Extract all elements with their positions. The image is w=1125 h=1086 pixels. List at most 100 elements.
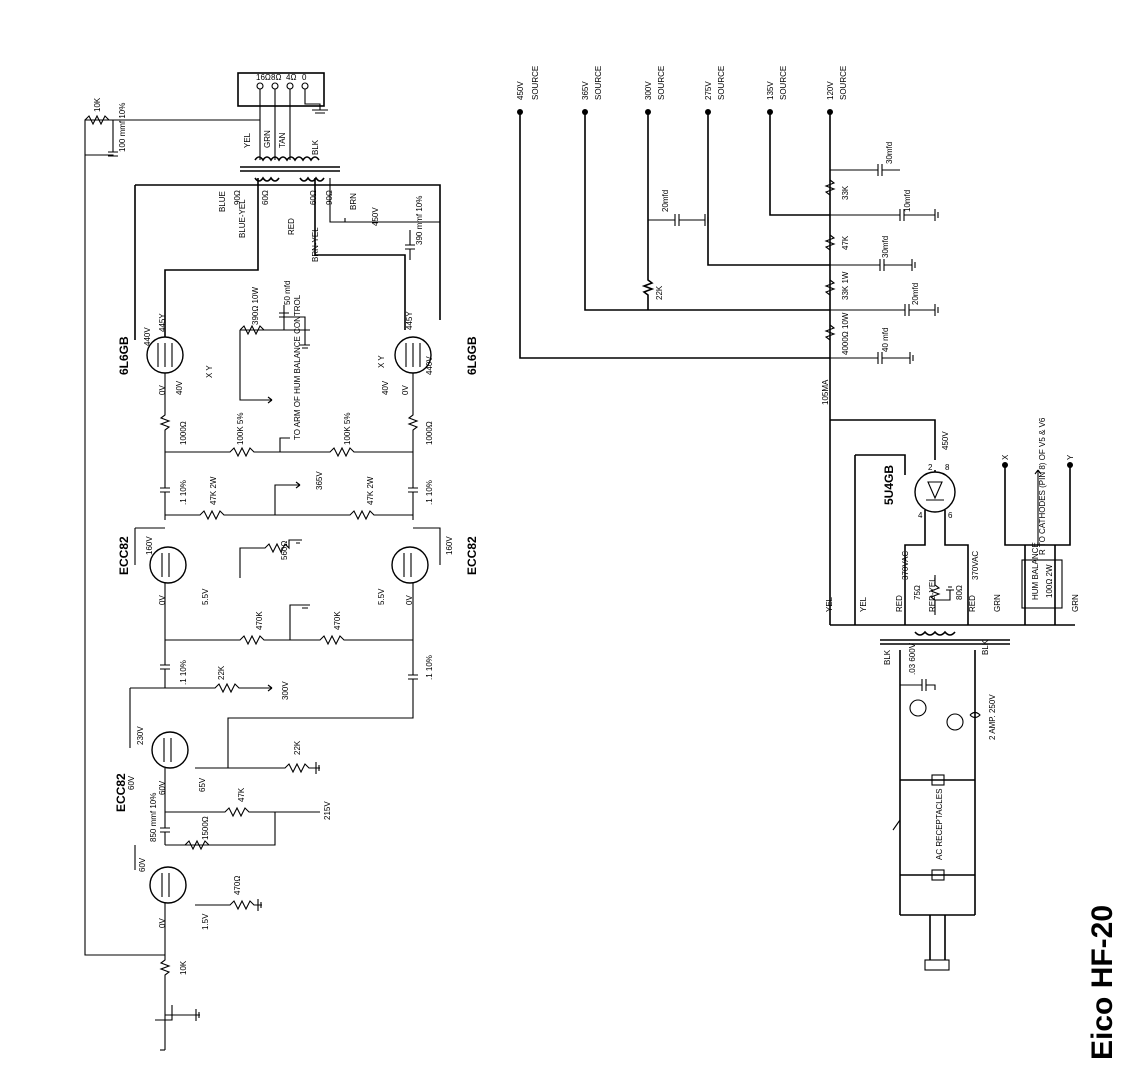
fuse: 2 AMP. 250V bbox=[988, 694, 997, 740]
c-10: 10mfd bbox=[903, 190, 912, 212]
tube-6l6-a: 6L6GB bbox=[117, 336, 131, 375]
driver-load-b: 47K 2W bbox=[366, 476, 375, 505]
pi-cath-r: 22K bbox=[293, 740, 302, 755]
output-transformer: 16Ω 8Ω 4Ω 0 YEL GRN TAN BLK BLUE BLUE-YE… bbox=[218, 72, 358, 262]
input-load-r: 47K bbox=[237, 787, 246, 802]
src-275-v: 275V bbox=[704, 81, 713, 100]
tube-ecc82-a: ECC82 bbox=[117, 536, 131, 575]
hv-a: 370VAC bbox=[901, 551, 910, 580]
driver-grid-r-a: 470K bbox=[255, 611, 264, 630]
grid-v-a: 0V bbox=[158, 385, 167, 395]
source-rails: 450V SOURCE 365V SOURCE 300V SOURCE 275V… bbox=[516, 66, 939, 420]
c-30: 30mfd bbox=[881, 236, 890, 258]
r-4000: 4000Ω 10W bbox=[841, 312, 850, 355]
src-300-l: SOURCE bbox=[657, 66, 666, 100]
driver-cath-v-a: 5.5V bbox=[201, 588, 210, 605]
tube-6l6-b: 6L6GB bbox=[465, 336, 479, 375]
ps-lead-grn-1: GRN bbox=[993, 594, 1002, 612]
ps-lead-grn-2: GRN bbox=[1071, 594, 1080, 612]
bias-r-b: 100K 5% bbox=[343, 413, 352, 445]
ohms-2: 60Ω bbox=[261, 190, 270, 205]
input-supply: 215V bbox=[323, 801, 332, 820]
driver-c-a: .1 10% bbox=[179, 480, 188, 505]
phase-inverter-stage: .1 10% .1 10% 22K 300V 230V 22K 65V 60V … bbox=[114, 655, 434, 812]
hv-b: 370VAC bbox=[971, 551, 980, 580]
pi-cath-v: 65V bbox=[198, 777, 207, 792]
pi-plate-supply: 300V bbox=[281, 681, 290, 700]
src-120-v: 120V bbox=[826, 81, 835, 100]
src-135-l: SOURCE bbox=[779, 66, 788, 100]
grid-stop-a: 1000Ω bbox=[179, 421, 188, 445]
cath-v-b: 40V bbox=[381, 380, 390, 395]
rect-bplus: 450V bbox=[941, 431, 950, 450]
power-supply: 450V 2 8 4 6 5U4GB 370VAC 370VAC YEL YEL… bbox=[825, 417, 1080, 971]
power-stage: 450V 390 mmf 10% 6L6GB 6L6GB 440V 445Y X… bbox=[117, 178, 479, 475]
lead-blk: BLK bbox=[311, 139, 320, 155]
r-33k-1w: 33K 1W bbox=[841, 271, 850, 300]
cathode-r: 390Ω 10W bbox=[251, 287, 260, 325]
plate-v-a: 445Y bbox=[158, 313, 167, 332]
feedback-network: 10K 100 mmf 10% bbox=[84, 97, 260, 956]
ps-y: Y bbox=[1066, 454, 1075, 460]
ps-lead-red-2: RED bbox=[968, 595, 977, 612]
screen-v-b: 440V bbox=[425, 356, 434, 375]
input-stage: 47K 215V 850 mmf 10% 1500Ω 60V 60V 470Ω … bbox=[127, 768, 332, 1051]
driver-stage: .1 10% .1 10% 47K 2W 47K 2W 365V ECC82 E… bbox=[117, 471, 479, 660]
primary-brn: BRN bbox=[349, 193, 358, 210]
grid-stop-b: 1000Ω bbox=[425, 421, 434, 445]
screen-v-a: 440V bbox=[143, 327, 152, 346]
driver-cath-r: 560Ω bbox=[280, 541, 289, 560]
ct-r-a: 75Ω bbox=[913, 585, 922, 600]
primary-blk-2: BLK bbox=[981, 639, 990, 655]
driver-supply: 365V bbox=[315, 471, 324, 490]
bias-r-a: 100K 5% bbox=[236, 413, 245, 445]
src-365-v: 365V bbox=[581, 81, 590, 100]
driver-c-b: .1 10% bbox=[425, 480, 434, 505]
plate-v-b: 445Y bbox=[405, 311, 414, 330]
primary-red: RED bbox=[287, 218, 296, 235]
ohms-1: 90Ω bbox=[233, 190, 242, 205]
driver-grid-a: 0V bbox=[158, 595, 167, 605]
ct-r-b: 80Ω bbox=[955, 585, 964, 600]
xy-b: X Y bbox=[377, 355, 386, 368]
current: 105MA bbox=[821, 379, 830, 405]
lead-tan: TAN bbox=[278, 132, 287, 148]
input-plate-v2: 60V bbox=[138, 857, 147, 872]
r-33k: 33K bbox=[841, 185, 850, 200]
c-40: 40 mfd bbox=[881, 328, 890, 352]
src-450-l: SOURCE bbox=[531, 66, 540, 100]
feedback-c: 100 mmf 10% bbox=[118, 103, 127, 152]
cathodes-note: R TO CATHODES (PIN 8) OF V5 & V6 bbox=[1038, 417, 1047, 555]
pi-plate-r: 22K bbox=[217, 665, 226, 680]
r-47k: 47K bbox=[841, 235, 850, 250]
r-300: 22K bbox=[655, 285, 664, 300]
tap-16: 16Ω bbox=[256, 73, 271, 82]
hum-note: TO ARM OF HUM BALANCE CONTROL bbox=[293, 294, 302, 440]
ps-lead-yel-2: YEL bbox=[859, 596, 868, 612]
pi-c-a: .1 10% bbox=[179, 660, 188, 685]
driver-plate-a: 160V bbox=[145, 536, 154, 555]
rect-pin-4: 4 bbox=[918, 511, 923, 520]
grid-v-b: 0V bbox=[401, 385, 410, 395]
c-20: 20mfd bbox=[911, 283, 920, 305]
input-plate-v: 60V bbox=[127, 775, 136, 790]
tap-8: 8Ω bbox=[271, 73, 281, 82]
c-120: 30mfd bbox=[885, 142, 894, 164]
tube-ecc82-b: ECC82 bbox=[465, 536, 479, 575]
schematic-title: Eico HF-20 bbox=[1086, 904, 1119, 1060]
tap-4: 4Ω bbox=[286, 73, 296, 82]
input-shunt-c: 850 mmf 10% bbox=[149, 793, 158, 842]
line-cap: .03 600V bbox=[908, 642, 917, 675]
power-bplus-cap: 390 mmf 10% bbox=[415, 196, 424, 245]
src-135-v: 135V bbox=[766, 81, 775, 100]
ohms-3: 60Ω bbox=[309, 190, 318, 205]
input-cath-r: 470Ω bbox=[233, 876, 242, 895]
cath-v-a: 40V bbox=[175, 380, 184, 395]
input-grid-v: 0V bbox=[158, 918, 167, 928]
lead-grn: GRN bbox=[263, 130, 272, 148]
xy-a: X Y bbox=[205, 365, 214, 378]
feedback-r: 10K bbox=[93, 97, 102, 112]
hum-value: 100Ω 2W bbox=[1045, 564, 1054, 598]
tube-5u4gb: 5U4GB bbox=[882, 465, 896, 505]
